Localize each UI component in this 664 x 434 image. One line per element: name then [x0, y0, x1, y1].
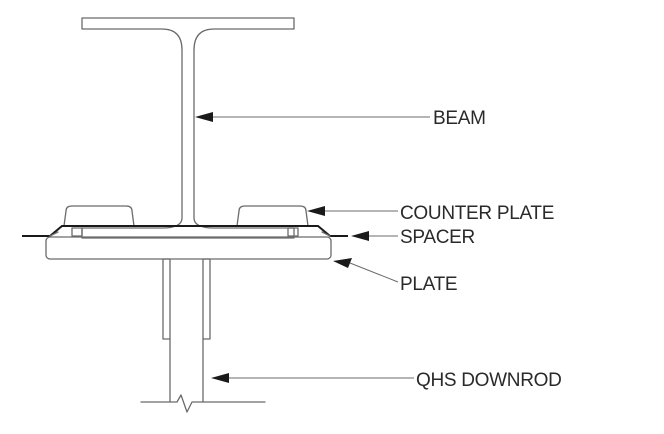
spacer-pad-right — [287, 227, 299, 237]
beam-label: BEAM — [433, 108, 486, 129]
plate-leader — [349, 262, 399, 283]
spacer — [22, 225, 348, 237]
plate-arrow — [333, 258, 352, 268]
downrod-tube — [169, 338, 204, 403]
counter-plate-arrow — [307, 206, 325, 216]
beam — [81, 17, 295, 239]
beam-arrow — [195, 112, 213, 122]
spacer-label: SPACER — [400, 227, 475, 248]
plate-label: PLATE — [400, 274, 457, 295]
spacer-right-edge — [321, 231, 331, 237]
spacer-left-edge — [49, 231, 59, 237]
downrod-arrow — [211, 373, 229, 383]
plate — [45, 236, 332, 260]
counter-plate-left — [63, 205, 135, 227]
downrod-left-wall — [162, 258, 171, 340]
downrod-label: QHS DOWNROD — [416, 370, 562, 391]
spacer-pad-left — [71, 227, 83, 237]
break-line — [140, 394, 266, 413]
counter-plate-right — [236, 205, 309, 227]
counter-plate-label: COUNTER PLATE — [400, 203, 554, 224]
downrod-right-wall — [202, 258, 211, 340]
spacer-arrow — [351, 231, 369, 241]
